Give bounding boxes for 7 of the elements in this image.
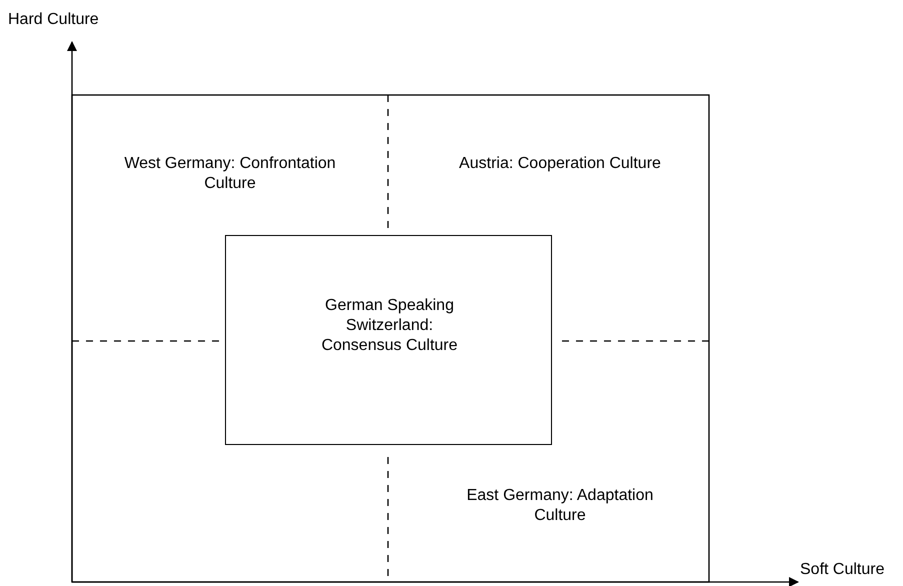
quadrant-label: German Speaking Switzerland: Consensus Culture xyxy=(320,296,459,356)
quadrant-label: East Germany: Adaptation Culture xyxy=(466,486,654,526)
center-box xyxy=(225,235,552,445)
quadrant-label: West Germany: Confrontation Culture xyxy=(123,154,337,194)
quadrant-label: Austria: Cooperation Culture xyxy=(458,154,662,174)
axis-label: Soft Culture xyxy=(800,560,886,580)
axis-label: Hard Culture xyxy=(7,10,100,30)
